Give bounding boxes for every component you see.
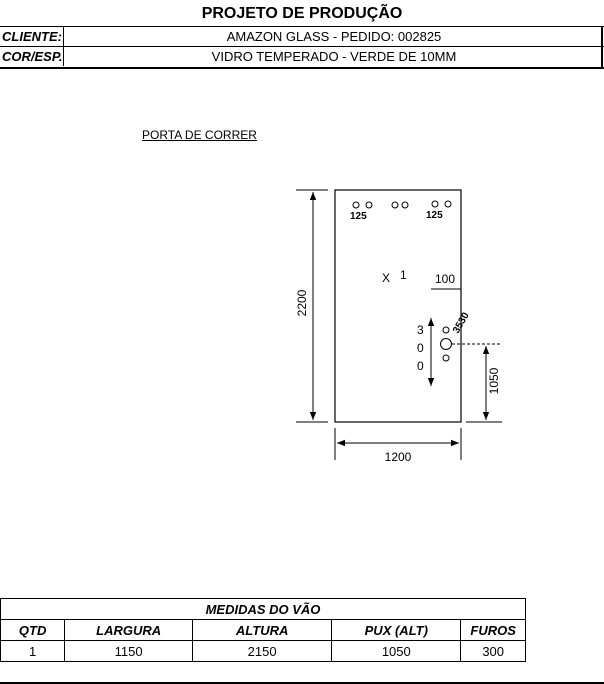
center-mark-x: X	[382, 271, 390, 285]
handle-spacing-digit-2: 0	[417, 341, 424, 355]
handle-spacing-digit-3: 0	[417, 359, 424, 373]
col-header-pux: PUX (ALT)	[331, 619, 462, 641]
header-right-border	[601, 26, 603, 68]
top-right-hole-dim: 125	[426, 210, 443, 221]
table-caption: MEDIDAS DO VÃO	[0, 598, 526, 620]
top-holes	[352, 200, 452, 209]
handle-height-dim: 1050	[487, 367, 501, 394]
color-value: VIDRO TEMPERADO - VERDE DE 10MM	[211, 49, 457, 64]
table-header-row: QTD LARGURA ALTURA PUX (ALT) FUROS	[0, 619, 526, 641]
width-dim: 1200	[385, 450, 412, 464]
center-mark-number: 1	[400, 268, 407, 282]
handle-hole-center	[440, 338, 452, 350]
page-bottom-border	[0, 682, 604, 684]
hole-top-3	[391, 201, 399, 209]
table-row: 1 1150 2150 1050 300	[0, 640, 526, 662]
cell-largura: 1150	[64, 640, 194, 662]
hole-top-6	[444, 200, 452, 208]
glass-panel	[334, 189, 462, 423]
height-dim: 2200	[295, 289, 309, 316]
col-header-qtd: QTD	[0, 619, 66, 641]
header-divider	[0, 67, 604, 69]
door-drawing: 125 125 X 1 100 3530 3 0 0 1050 2200 120…	[295, 189, 502, 464]
client-label: CLIENTE:	[0, 27, 64, 46]
hole-top-4	[401, 201, 409, 209]
handle-diag-dim: 3530	[451, 310, 472, 335]
hole-top-2	[365, 201, 373, 209]
page-title: PROJETO DE PRODUÇÃO	[201, 5, 403, 22]
cell-qtd: 1	[0, 640, 66, 662]
color-row: COR/ESP. VIDRO TEMPERADO - VERDE DE 10MM	[0, 46, 604, 68]
hole-top-5	[431, 200, 439, 208]
col-header-largura: LARGURA	[64, 619, 194, 641]
col-header-furos: FUROS	[460, 619, 526, 641]
handle-offset-dim: 100	[435, 272, 455, 286]
measurements-table: MEDIDAS DO VÃO QTD LARGURA ALTURA PUX (A…	[0, 598, 526, 662]
col-header-altura: ALTURA	[192, 619, 333, 641]
drawing-subtitle: PORTA DE CORRER	[142, 128, 257, 142]
hole-top-1	[352, 201, 360, 209]
cell-altura: 2150	[192, 640, 333, 662]
table-caption-row: MEDIDAS DO VÃO	[0, 598, 526, 620]
client-value: AMAZON GLASS - PEDIDO: 002825	[226, 29, 442, 44]
top-left-hole-dim: 125	[350, 211, 367, 222]
color-label: COR/ESP.	[2, 47, 64, 66]
cell-furos: 300	[460, 640, 526, 662]
cell-pux: 1050	[331, 640, 462, 662]
client-row: CLIENTE: AMAZON GLASS - PEDIDO: 002825	[0, 26, 604, 46]
handle-hole-bottom	[442, 354, 450, 362]
handle-spacing-digit-1: 3	[417, 323, 424, 337]
handle-hole-top	[442, 326, 450, 334]
